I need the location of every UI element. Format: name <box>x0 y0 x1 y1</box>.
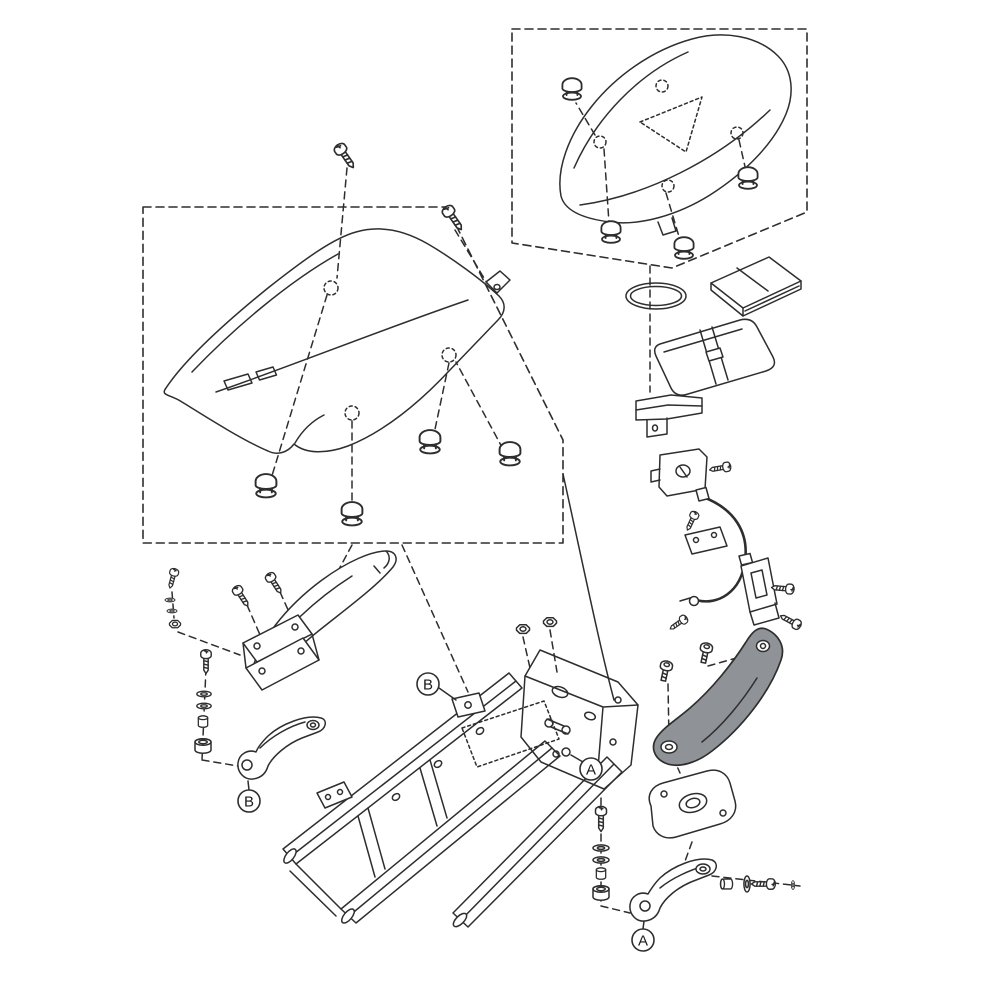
damper-grommet-icon <box>340 501 364 527</box>
callout-b-bracket: B <box>237 780 261 813</box>
rider-seat-screws <box>331 140 488 284</box>
washer-icon <box>196 702 212 710</box>
washer-icon <box>592 856 610 864</box>
lock-assembly-section <box>635 394 804 634</box>
bracket-a-section <box>592 797 801 922</box>
damper-cup-icon <box>194 738 212 754</box>
washer-icon <box>166 608 178 614</box>
callout-a-bracket-label: A <box>638 933 648 950</box>
bracket-a <box>629 858 717 922</box>
rail-mount-bracket <box>648 769 737 839</box>
seat-lock <box>650 448 733 497</box>
collar-icon <box>595 867 607 880</box>
flange-nut-icon <box>542 617 558 628</box>
damper-grommet-icon <box>561 77 583 101</box>
strap-keeper <box>657 217 677 236</box>
washer-icon <box>164 597 176 603</box>
damper-bolt-stack-right <box>592 797 631 914</box>
bracket-a-fasteners <box>711 875 801 893</box>
damper-bolt-stack-left <box>194 648 239 767</box>
callout-a-frame: A <box>570 754 603 781</box>
nut-icon <box>168 619 182 629</box>
damper-grommet-icon <box>600 220 622 244</box>
grab-rail-right <box>652 627 784 767</box>
frame-flange-nuts <box>515 617 558 673</box>
callout-a-bracket: A <box>631 920 655 952</box>
washer-icon <box>196 690 212 698</box>
collar-icon <box>719 878 734 890</box>
callouts: B B A A <box>237 672 655 952</box>
washer-icon <box>743 875 751 893</box>
rider-seat-dampers <box>254 294 522 527</box>
pillion-seat-dashed-box <box>511 28 808 269</box>
callout-b-bracket-label: B <box>244 794 254 811</box>
callout-b-frame-label: B <box>423 677 433 694</box>
rail-boss <box>660 740 678 754</box>
frame-a-hole <box>561 747 571 757</box>
handle-mount-plates <box>242 614 320 691</box>
owners-manual <box>710 256 802 317</box>
callout-a-frame-label: A <box>586 762 596 779</box>
grab-rail-right-section <box>648 627 784 839</box>
damper-grommet-icon <box>498 441 522 467</box>
callout-b-frame: B <box>416 672 457 701</box>
pillion-seat <box>559 34 792 236</box>
frame-b-tab <box>451 692 486 718</box>
damper-grommet-icon <box>418 429 442 455</box>
cable-clamp-bracket <box>682 509 728 555</box>
bracket-b <box>237 716 326 780</box>
rear-subframe <box>282 617 639 928</box>
seat-rear-tab <box>485 270 511 294</box>
pillion-seat-dampers <box>561 77 759 260</box>
tool-kit-pouch <box>653 318 776 396</box>
rider-seat-section <box>142 140 564 544</box>
damper-grommet-icon <box>254 473 278 499</box>
rider-seat <box>163 228 511 454</box>
seat-lock-cable <box>679 486 754 607</box>
washer-icon <box>592 844 610 852</box>
trim-o-ring <box>625 282 687 310</box>
latch-striker <box>667 557 804 634</box>
washer-icon <box>790 880 796 890</box>
damper-grommet-icon <box>673 236 695 260</box>
collar-icon <box>197 715 209 728</box>
damper-cup-icon <box>592 885 610 901</box>
pillion-seat-section <box>511 28 808 269</box>
damper-grommet-icon <box>737 166 759 190</box>
grab-handle-left-section <box>164 550 397 780</box>
flange-nut-icon <box>515 624 531 635</box>
accessories <box>625 256 802 396</box>
seat-lock-bracket <box>635 394 703 438</box>
rider-seat-dashed-box <box>142 206 564 544</box>
